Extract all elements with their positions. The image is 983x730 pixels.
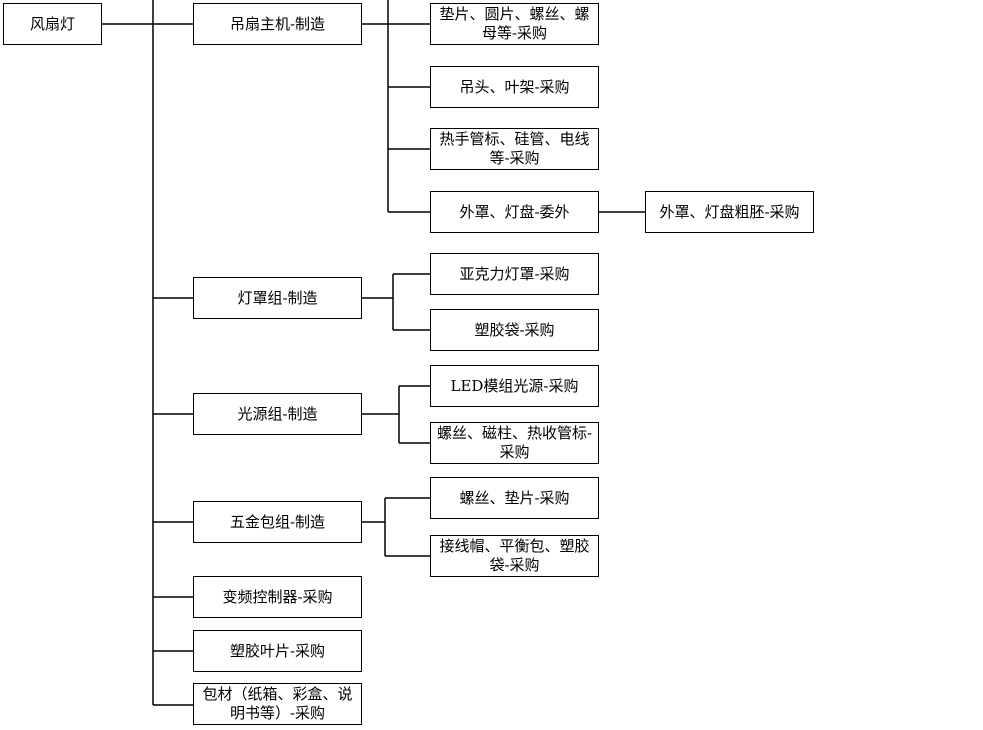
node-plastic-blades: 塑胶叶片-采购 <box>193 630 362 672</box>
node-screws-washers: 螺丝、垫片-采购 <box>430 477 599 519</box>
node-acrylic-shade: 亚克力灯罩-采购 <box>430 253 599 295</box>
node-plastic-bag: 塑胶袋-采购 <box>430 309 599 351</box>
node-hanger-blade-bracket: 吊头、叶架-采购 <box>430 66 599 108</box>
node-heat-tube-wires: 热手管标、硅管、电线等-采购 <box>430 128 599 170</box>
root-node: 风扇灯 <box>3 3 102 45</box>
node-light-source-group: 光源组-制造 <box>193 393 362 435</box>
node-screws-magnets: 螺丝、磁柱、热收管标-采购 <box>430 422 599 464</box>
node-inverter-controller: 变频控制器-采购 <box>193 576 362 618</box>
node-fan-host: 吊扇主机-制造 <box>193 3 362 45</box>
node-packaging: 包材（纸箱、彩盒、说明书等）-采购 <box>193 683 362 725</box>
node-hardware-pack-group: 五金包组-制造 <box>193 501 362 543</box>
node-cover-lamp-plate-blank: 外罩、灯盘粗胚-采购 <box>645 191 814 233</box>
node-wire-caps-balance: 接线帽、平衡包、塑胶袋-采购 <box>430 535 599 577</box>
node-led-module: LED模组光源-采购 <box>430 365 599 407</box>
node-cover-lamp-plate-outsourced: 外罩、灯盘-委外 <box>430 191 599 233</box>
node-washers-screws: 垫片、圆片、螺丝、螺母等-采购 <box>430 3 599 45</box>
node-lampshade-group: 灯罩组-制造 <box>193 277 362 319</box>
